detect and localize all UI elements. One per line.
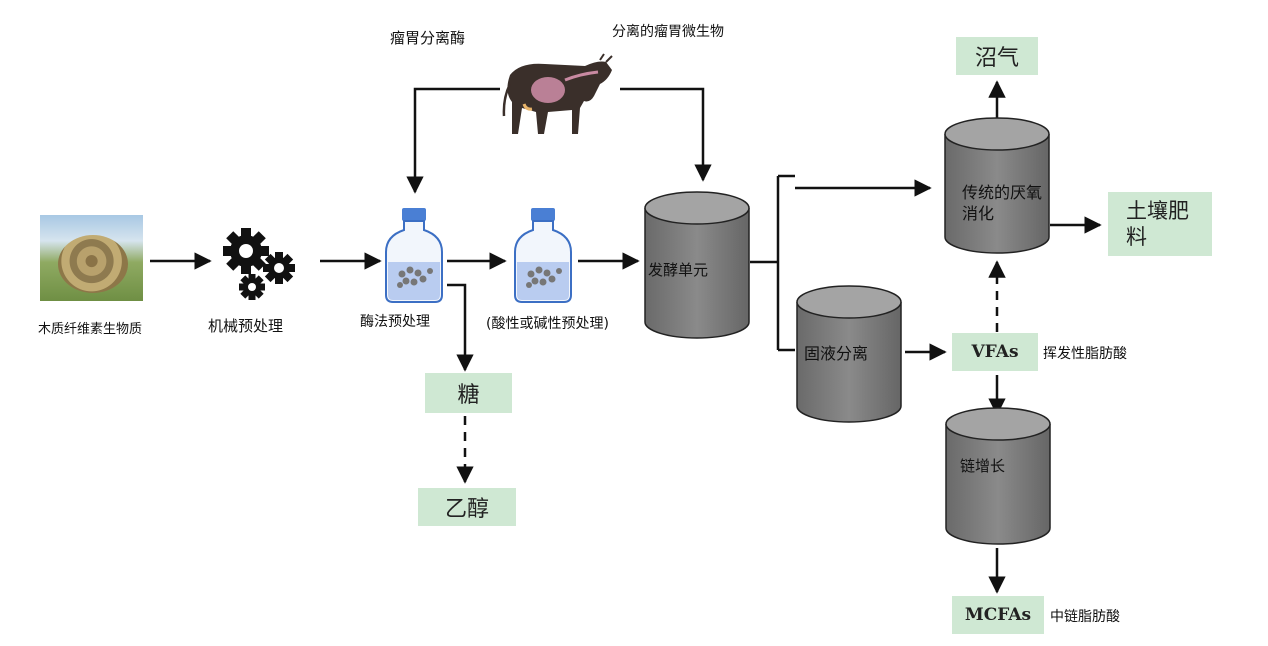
mechanical-label: 机械预处理 — [208, 317, 284, 335]
ethanol-box: 乙醇 — [418, 488, 516, 526]
fertilizer-box: 土壤肥料 — [1108, 192, 1212, 256]
enzyme-bottle-icon — [385, 208, 443, 303]
hay-bale — [58, 235, 128, 293]
arrow-to-sugar — [447, 283, 474, 372]
fermentation-cylinder — [644, 191, 750, 339]
fermentation-unit-label: 发酵单元 — [648, 261, 709, 279]
chain-cylinder — [945, 407, 1051, 545]
chain-elongation-label: 链增长 — [960, 457, 1006, 475]
split-bracket — [750, 174, 795, 352]
rumen-microbes-label: 分离的瘤胃微生物 — [612, 24, 724, 40]
acid-bottle-icon — [514, 208, 572, 303]
arrow-rumen-enzyme — [406, 87, 500, 194]
anaerobic-digestion-label: 传统的厌氧消化 — [962, 183, 1043, 223]
enzymatic-label: 酶法预处理 — [360, 314, 430, 330]
acid-alkali-label: (酸性或碱性预处理) — [486, 316, 609, 332]
vfas-box: VFAs — [952, 333, 1038, 371]
sugar-box: 糖 — [425, 373, 512, 413]
solid-liquid-separation-label: 固液分离 — [804, 344, 869, 363]
gears-icon — [223, 228, 295, 300]
arrow-rumen-microbes — [620, 87, 712, 182]
biogas-box: 沼气 — [956, 37, 1038, 75]
hay-bale-image — [40, 215, 143, 301]
anaerobic-cylinder — [944, 117, 1050, 254]
rumen-enzyme-label: 瘤胃分离酶 — [390, 29, 466, 47]
cow-icon — [502, 53, 613, 134]
separation-cylinder — [796, 285, 902, 423]
mcfa-description: 中链脂肪酸 — [1050, 609, 1120, 625]
mcfas-box: MCFAs — [952, 596, 1044, 634]
biomass-label: 木质纤维素生物质 — [38, 322, 143, 337]
vfa-description: 挥发性脂肪酸 — [1043, 346, 1127, 362]
